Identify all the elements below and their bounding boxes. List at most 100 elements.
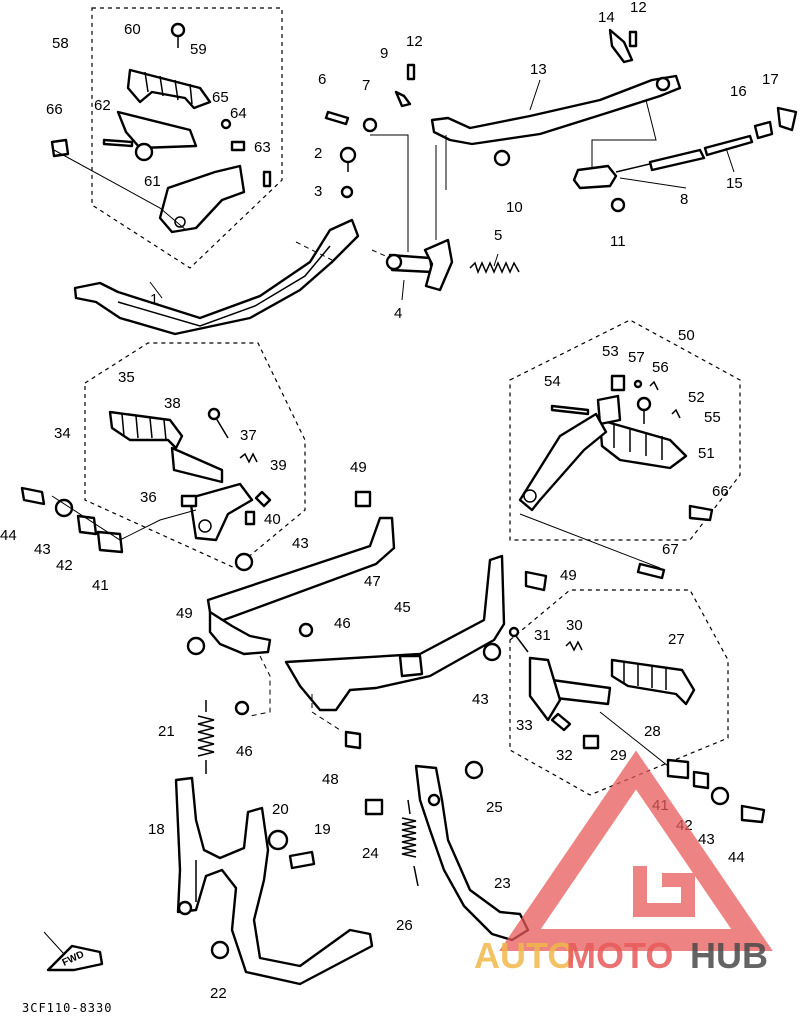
part-number-label: 38 xyxy=(164,395,181,412)
part-number-label: 52 xyxy=(688,389,705,406)
part-number-label: 11 xyxy=(610,233,626,250)
brake-rod-13-part xyxy=(430,74,682,146)
part-number-label: 15 xyxy=(726,175,743,192)
part-number-label: 10 xyxy=(506,199,523,216)
part-number-label: 64 xyxy=(230,105,247,122)
part-number-label: 66 xyxy=(712,483,729,500)
small-fasteners-top xyxy=(170,22,798,213)
part-number-label: 62 xyxy=(94,97,111,114)
part-number-label: 59 xyxy=(190,41,207,58)
part-number-label: 24 xyxy=(362,845,379,862)
part-number-label: 30 xyxy=(566,617,583,634)
footrest-27-parts xyxy=(508,626,696,750)
part-number-label: 44 xyxy=(728,849,745,866)
part-number-label: 43 xyxy=(292,535,309,552)
drawing-code: 3CF110-8330 xyxy=(22,1001,112,1015)
part-number-label: 37 xyxy=(240,427,257,444)
part-number-label: 60 xyxy=(124,21,141,38)
part-number-label: 7 xyxy=(362,77,370,94)
part-number-label: 18 xyxy=(148,821,165,838)
part-number-label: 32 xyxy=(556,747,573,764)
bracket-47-part xyxy=(206,516,396,656)
part-number-label: 22 xyxy=(210,985,227,1002)
side-stand-23-part xyxy=(414,764,530,942)
part-number-label: 61 xyxy=(144,173,161,190)
part-number-label: 50 xyxy=(678,327,695,344)
part-number-label: 49 xyxy=(560,567,577,584)
part-labels: 1 2 3 4 5 6 7 8 9 10 11 12 12 13 14 15 1… xyxy=(0,0,779,1002)
part-number-label: 63 xyxy=(254,139,271,156)
part-number-label: 20 xyxy=(272,801,289,818)
part-number-label: 51 xyxy=(698,445,715,462)
footrest-58-parts xyxy=(50,68,272,234)
part-number-label: 26 xyxy=(396,917,413,934)
part-number-label: 17 xyxy=(762,71,779,88)
right-bushings xyxy=(666,758,766,824)
spring-5-part xyxy=(469,261,520,275)
footrest-50-parts xyxy=(518,374,714,580)
part-number-label: 13 xyxy=(530,61,547,78)
part-number-label: 23 xyxy=(494,875,511,892)
part-number-label: 14 xyxy=(598,9,615,26)
pedal-shaft-part xyxy=(385,238,454,292)
part-number-label: 6 xyxy=(318,71,326,88)
main-stand-18-part xyxy=(174,776,374,986)
part-number-label: 67 xyxy=(662,541,679,558)
part-number-label: 16 xyxy=(730,83,747,100)
rod-15-part xyxy=(703,134,754,157)
part-number-label: 5 xyxy=(494,227,502,244)
part-number-label: 36 xyxy=(140,489,157,506)
part-number-label: 43 xyxy=(698,831,715,848)
watermark-text-hub: HUB xyxy=(690,935,768,976)
part-number-label: 3 xyxy=(314,183,322,200)
watermark-text-auto: AUTO xyxy=(474,935,575,976)
part-number-label: 8 xyxy=(680,191,688,208)
part-number-label: 66 xyxy=(46,101,63,118)
watermark-logo-icon xyxy=(499,750,773,951)
part-number-label: 46 xyxy=(334,615,351,632)
assembly-box-58 xyxy=(91,7,283,269)
part-number-label: 31 xyxy=(534,627,551,644)
part-number-label: 47 xyxy=(364,573,381,590)
part-number-label: 4 xyxy=(394,305,402,322)
part-number-label: 41 xyxy=(92,577,109,594)
part-number-label: 53 xyxy=(602,343,619,360)
part-number-label: 9 xyxy=(380,45,388,62)
bracket-45-part xyxy=(284,554,506,712)
part-number-label: 2 xyxy=(314,145,322,162)
part-number-label: 34 xyxy=(54,425,71,442)
rod-joint-8-part xyxy=(572,148,706,190)
stand-fasteners xyxy=(210,760,484,960)
part-number-label: 46 xyxy=(236,743,253,760)
part-number-label: 48 xyxy=(322,771,339,788)
part-number-label: 55 xyxy=(704,409,721,426)
footrest-34-parts xyxy=(108,407,272,542)
part-number-label: 49 xyxy=(176,605,193,622)
part-number-label: 40 xyxy=(264,511,281,528)
part-number-label: 35 xyxy=(118,369,135,386)
part-number-label: 27 xyxy=(668,631,685,648)
part-number-label: 49 xyxy=(350,459,367,476)
brake-pedal-part xyxy=(73,218,360,336)
part-number-label: 1 xyxy=(150,291,158,308)
part-number-label: 58 xyxy=(52,35,69,52)
assembly-box-50 xyxy=(509,319,741,541)
part-number-label: 21 xyxy=(158,723,175,740)
assembly-box-27 xyxy=(509,589,729,796)
spring-26-part xyxy=(401,799,419,887)
part-number-label: 39 xyxy=(270,457,287,474)
leader-lines xyxy=(43,79,735,955)
fwd-arrow: FWD xyxy=(46,944,104,972)
bracket-fasteners xyxy=(186,490,548,750)
part-number-label: 57 xyxy=(628,349,645,366)
part-number-label: 54 xyxy=(544,373,561,390)
watermark: AUTO MOTO HUB xyxy=(474,750,773,976)
part-number-label: 28 xyxy=(644,723,661,740)
part-number-label: 25 xyxy=(486,799,503,816)
part-number-label: 29 xyxy=(610,747,627,764)
part-number-label: 12 xyxy=(406,33,423,50)
part-number-label: 44 xyxy=(0,527,17,544)
part-number-label: 19 xyxy=(314,821,331,838)
part-number-label: 43 xyxy=(34,541,51,558)
